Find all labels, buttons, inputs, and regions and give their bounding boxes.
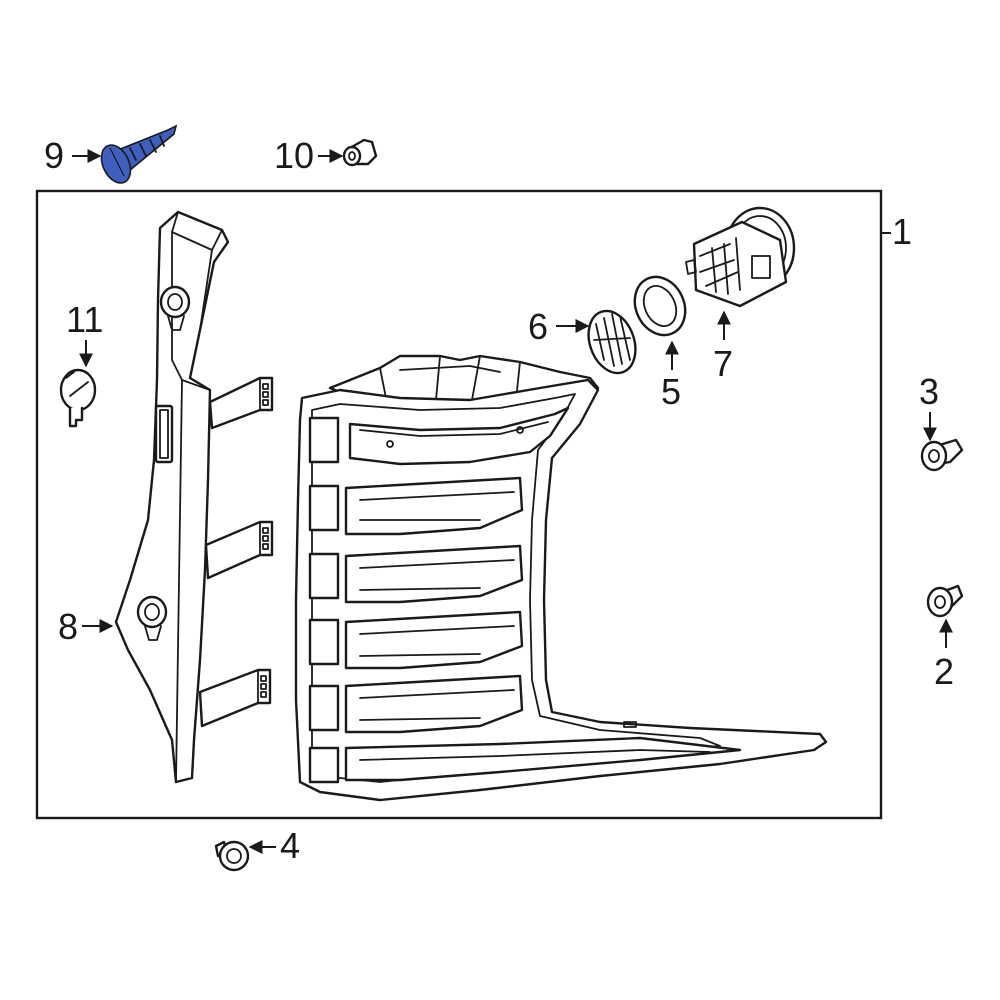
callout-10: 10 [274, 135, 314, 176]
assembly-frame [35, 189, 883, 820]
socket-cover-part-6[interactable] [580, 304, 643, 379]
callout-8: 8 [58, 606, 78, 647]
callout-1: 1 [892, 211, 912, 252]
callout-6: 6 [528, 306, 548, 347]
gasket-part-5[interactable] [626, 269, 695, 344]
bulb-socket-part-7[interactable] [685, 206, 796, 308]
callout-4: 4 [280, 825, 300, 866]
callout-11: 11 [66, 299, 103, 340]
side-bracket-part-8[interactable] [114, 210, 274, 784]
push-pin-part-2[interactable] [926, 584, 964, 618]
nut-part-10[interactable] [342, 138, 378, 167]
callout-9: 9 [44, 135, 64, 176]
callout-7: 7 [713, 343, 733, 384]
screw-part-9[interactable] [96, 124, 178, 188]
tail-lamp-assembly-part-1[interactable] [294, 354, 828, 802]
callout-3: 3 [919, 371, 939, 412]
push-pin-part-4[interactable] [214, 840, 250, 872]
callout-2: 2 [934, 651, 954, 692]
push-pin-part-3[interactable] [920, 438, 964, 472]
callout-5: 5 [661, 371, 681, 412]
clip-part-11[interactable] [59, 368, 97, 428]
